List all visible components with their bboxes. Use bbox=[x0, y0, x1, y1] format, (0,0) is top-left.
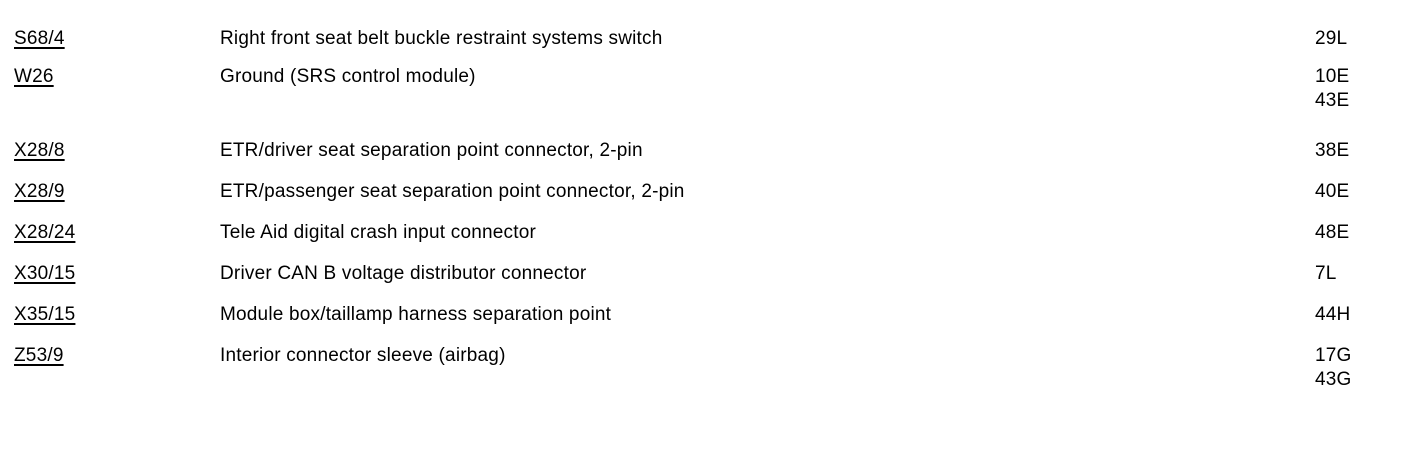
location-code: 10E bbox=[1315, 66, 1350, 87]
table-row: X30/15 Driver CAN B voltage distributor … bbox=[14, 262, 1408, 286]
location-code: 44H bbox=[1315, 304, 1351, 325]
component-description: Interior connector sleeve (airbag) bbox=[220, 345, 506, 366]
component-description: ETR/driver seat separation point connect… bbox=[220, 140, 643, 161]
component-description: Driver CAN B voltage distributor connect… bbox=[220, 263, 587, 284]
location-code: 29L bbox=[1315, 28, 1348, 49]
location-cell: 7L bbox=[1315, 262, 1408, 286]
component-code-cell: W26 bbox=[14, 65, 220, 89]
table-row: S68/4 Right front seat belt buckle restr… bbox=[14, 27, 1408, 51]
location-code: 17G bbox=[1315, 345, 1352, 366]
component-code: S68/4 bbox=[14, 28, 65, 49]
location-cell: 48E bbox=[1315, 221, 1408, 245]
component-code: W26 bbox=[14, 66, 54, 87]
location-cell: 29L bbox=[1315, 27, 1408, 51]
location-cell: 10E 43E bbox=[1315, 65, 1408, 113]
table-row: W26 Ground (SRS control module) 10E 43E bbox=[14, 65, 1408, 113]
component-code-cell: X35/15 bbox=[14, 303, 220, 327]
component-description: ETR/passenger seat separation point conn… bbox=[220, 181, 685, 202]
component-code-cell: S68/4 bbox=[14, 27, 220, 51]
component-code-cell: X28/9 bbox=[14, 180, 220, 204]
component-code-cell: X28/8 bbox=[14, 139, 220, 163]
table-row: X35/15 Module box/taillamp harness separ… bbox=[14, 303, 1408, 327]
table-row: Z53/9 Interior connector sleeve (airbag)… bbox=[14, 344, 1408, 392]
component-code: Z53/9 bbox=[14, 345, 64, 366]
component-code: X30/15 bbox=[14, 263, 76, 284]
location-code: 43E bbox=[1315, 90, 1350, 111]
component-code: X28/8 bbox=[14, 140, 65, 161]
table-row: X28/24 Tele Aid digital crash input conn… bbox=[14, 221, 1408, 245]
component-code: X28/24 bbox=[14, 222, 76, 243]
location-code: 48E bbox=[1315, 222, 1350, 243]
component-description: Tele Aid digital crash input connector bbox=[220, 222, 537, 243]
component-code-cell: Z53/9 bbox=[14, 344, 220, 368]
component-description: Module box/taillamp harness separation p… bbox=[220, 304, 612, 325]
location-cell: 40E bbox=[1315, 180, 1408, 204]
component-code-cell: X28/24 bbox=[14, 221, 220, 245]
component-code: X35/15 bbox=[14, 304, 76, 325]
location-code: 40E bbox=[1315, 181, 1350, 202]
location-cell: 17G 43G bbox=[1315, 344, 1408, 392]
location-code: 43G bbox=[1315, 369, 1352, 390]
location-cell: 38E bbox=[1315, 139, 1408, 163]
component-code-cell: X30/15 bbox=[14, 262, 220, 286]
location-cell: 44H bbox=[1315, 303, 1408, 327]
component-description: Ground (SRS control module) bbox=[220, 66, 476, 87]
component-code: X28/9 bbox=[14, 181, 65, 202]
location-code: 7L bbox=[1315, 263, 1337, 284]
location-code: 38E bbox=[1315, 140, 1350, 161]
component-description: Right front seat belt buckle restraint s… bbox=[220, 28, 663, 49]
table-row: X28/9 ETR/passenger seat separation poin… bbox=[14, 180, 1408, 204]
table-row: X28/8 ETR/driver seat separation point c… bbox=[14, 139, 1408, 163]
